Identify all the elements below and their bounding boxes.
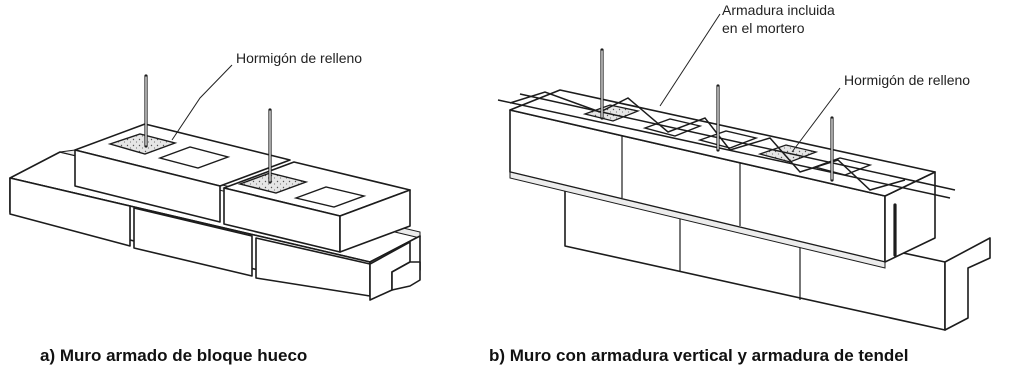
wall-b-longitudinal-bar-1	[497, 99, 951, 199]
wall-b-reinforcement-label-line1: Armadura incluida	[722, 2, 835, 18]
wall-a-upper-block-1-front	[74, 149, 221, 223]
wall-a-fill-leader	[171, 64, 233, 141]
wall-a-lower-block-1	[9, 177, 131, 247]
wall-b-stepped-end	[944, 237, 991, 331]
wall-b-fill-label: Hormigón de relleno	[844, 72, 971, 88]
wall-b-reinforcement-label-line2: en el mortero	[722, 20, 805, 36]
wall-a-cell-filled-2	[237, 172, 309, 194]
wall-a-drawing	[9, 64, 421, 301]
wall-a-cell-empty-1	[157, 146, 231, 169]
wall-a-upper-block-2-end	[339, 189, 411, 253]
wall-drawings	[9, 13, 991, 331]
wall-b-mortar-bed	[509, 171, 886, 269]
wall-a-cell-filled-1	[107, 133, 178, 155]
wall-b-reinforcement-leader	[659, 13, 721, 107]
wall-a-caption: a) Muro armado de bloque hueco	[40, 346, 308, 365]
wall-b-fill-leader	[791, 87, 841, 153]
wall-b-caption: b) Muro con armadura vertical y armadura…	[489, 346, 909, 365]
wall-a-cell-empty-2	[293, 186, 367, 208]
wall-a-lower-block-2	[133, 207, 253, 277]
wall-b-drawing	[497, 13, 991, 331]
wall-a-fill-label: Hormigón de relleno	[236, 50, 363, 66]
wall-a-stepped-end-2	[391, 261, 421, 291]
